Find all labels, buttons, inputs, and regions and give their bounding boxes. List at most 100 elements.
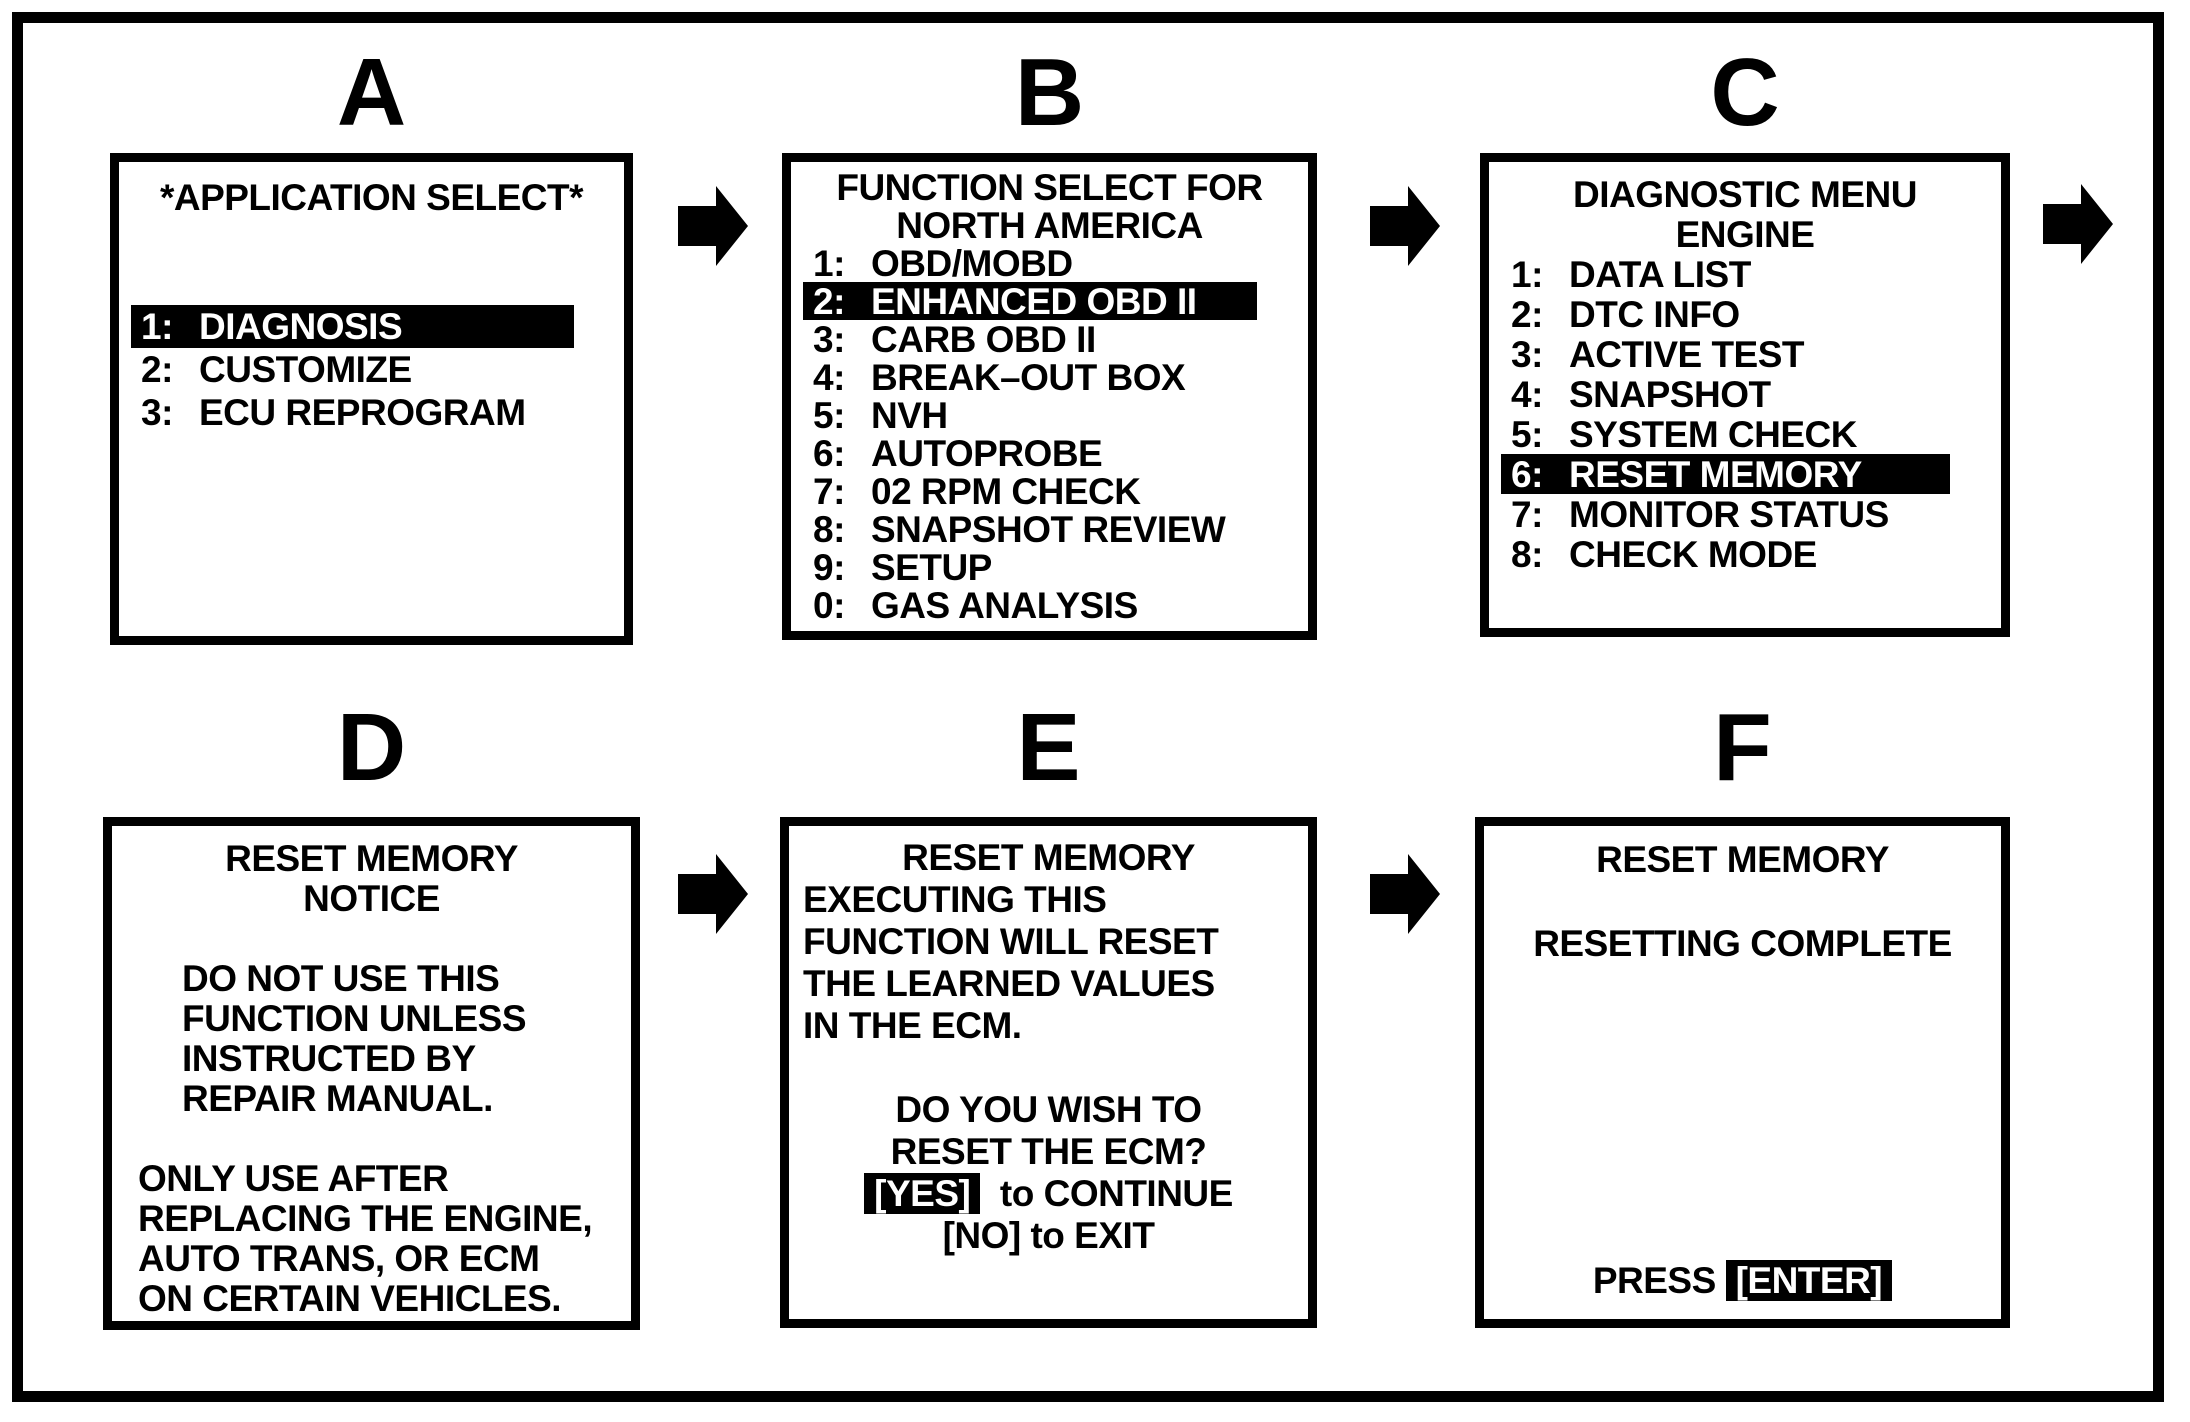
menu-item-number: 2:	[813, 280, 845, 322]
screen-panel-f: RESET MEMORY RESETTING COMPLETE PRESS [ENT…	[1475, 817, 2010, 1328]
menu-item-row: 5: NVH	[803, 396, 1296, 434]
blank-line	[1496, 880, 1989, 922]
prompt-line: PRESS [ENTER]	[1496, 1259, 1989, 1301]
menu-item-label: ENHANCED OBD II	[871, 280, 1197, 322]
flow-arrow-right-icon	[678, 184, 750, 268]
menu-item-label: ACTIVE TEST	[1569, 333, 1805, 375]
blank-line	[124, 918, 619, 958]
menu-item-number: 6:	[1511, 453, 1543, 495]
menu-item-selected-highlight: 1:DIAGNOSIS	[131, 305, 574, 348]
text: REPLACING THE ENGINE,	[138, 1197, 593, 1239]
menu-item-number: 8:	[1511, 533, 1543, 575]
screen-text: DO YOU WISH TO	[801, 1088, 1296, 1130]
menu-item-number: 1:	[813, 242, 845, 284]
menu-item-row: 4:SNAPSHOT	[1501, 374, 1989, 414]
menu-item-row: 7:MONITOR STATUS	[1501, 494, 1989, 534]
menu-item: 1: OBD/MOBD	[803, 244, 1296, 282]
menu-item-label: NVH	[871, 394, 948, 436]
menu-item: 4:SNAPSHOT	[1501, 374, 1989, 414]
inverted-key-label: [YES]	[864, 1172, 981, 1214]
menu-item-row: 1: OBD/MOBD	[803, 244, 1296, 282]
menu-item-label: SNAPSHOT	[1569, 373, 1771, 415]
menu-item-row: 2:DTC INFO	[1501, 294, 1989, 334]
text: FUNCTION UNLESS	[182, 997, 527, 1039]
menu-item-row: 3:CARB OBD II	[803, 320, 1296, 358]
screen-title: FUNCTION SELECT FOR	[803, 168, 1296, 206]
menu-item-row: 2:CUSTOMIZE	[131, 348, 612, 391]
text: IN THE ECM.	[803, 1004, 1022, 1046]
screen-text: ONLY USE AFTER	[124, 1158, 619, 1198]
flow-step-label-b: B	[1014, 39, 1085, 146]
flow-step-label-a: A	[336, 39, 407, 146]
text: FUNCTION SELECT FOR	[836, 166, 1263, 208]
menu-item-number: 2:	[1511, 293, 1543, 335]
flow-arrow-right-icon	[2043, 182, 2115, 266]
screen-text: DO NOT USE THIS	[124, 958, 619, 998]
menu-item-number: 1:	[141, 306, 173, 347]
screen-text: REPAIR MANUAL.	[124, 1078, 619, 1118]
text: RESET MEMORY	[1596, 838, 1889, 880]
prompt-text: to CONTINUE	[980, 1172, 1233, 1214]
menu-item-number: 5:	[1511, 413, 1543, 455]
text: RESETTING COMPLETE	[1533, 922, 1952, 964]
menu-item-label: CUSTOMIZE	[199, 349, 412, 390]
menu-item-row: 5:SYSTEM CHECK	[1501, 414, 1989, 454]
menu-item: 1:DIAGNOSIS	[131, 305, 612, 348]
text: DO NOT USE THIS	[182, 957, 500, 999]
menu-item-row: 8:SNAPSHOT REVIEW	[803, 510, 1296, 548]
menu-item-label: SNAPSHOT REVIEW	[871, 508, 1226, 550]
menu-item-label: 02 RPM CHECK	[871, 470, 1141, 512]
screen-text: INSTRUCTED BY	[124, 1038, 619, 1078]
menu-item-number: 3:	[141, 392, 173, 433]
menu-item-row: 9:SETUP	[803, 548, 1296, 586]
text: REPAIR MANUAL.	[182, 1077, 493, 1119]
flow-step-label-e: E	[1016, 694, 1081, 801]
menu-item-row: 3:ACTIVE TEST	[1501, 334, 1989, 374]
menu-item-row: 6:AUTOPROBE	[803, 434, 1296, 472]
menu-item-label: OBD/MOBD	[871, 242, 1073, 284]
screen-title: ENGINE	[1501, 214, 1989, 254]
text: THE LEARNED VALUES	[803, 962, 1215, 1004]
menu-item-row: 8:CHECK MODE	[1501, 534, 1989, 574]
screen-text: [NO] to EXIT	[801, 1214, 1296, 1256]
screen-title: RESET MEMORY	[1496, 838, 1989, 880]
screen-title: EXECUTING THIS	[801, 878, 1296, 920]
screen-text: ON CERTAIN VEHICLES.	[124, 1278, 619, 1318]
menu-item-number: 6:	[813, 432, 845, 474]
text: DIAGNOSTIC MENU	[1573, 173, 1918, 215]
menu-item-number: 1:	[1511, 253, 1543, 295]
text: EXECUTING THIS	[803, 878, 1107, 920]
text: ENGINE	[1675, 213, 1815, 255]
screen-title: NORTH AMERICA	[803, 206, 1296, 244]
screen-text: RESETTING COMPLETE	[1496, 922, 1989, 964]
flow-step-label-c: C	[1710, 39, 1780, 146]
screen-text: THE LEARNED VALUES	[801, 962, 1296, 1004]
menu-item: 6:AUTOPROBE	[803, 434, 1296, 472]
menu-item-label: SETUP	[871, 546, 992, 588]
flow-step-label-f: F	[1713, 694, 1772, 801]
menu-item-number: 4:	[813, 356, 845, 398]
flow-arrow-right-icon	[678, 852, 750, 936]
menu-item-label: DATA LIST	[1569, 253, 1751, 295]
text: *APPLICATION SELECT*	[159, 177, 584, 218]
menu-item: 2:CUSTOMIZE	[131, 348, 612, 391]
menu-item: 6:RESET MEMORY	[1501, 454, 1989, 494]
menu-item-row: 4: BREAK–OUT BOX	[803, 358, 1296, 396]
menu-item: 8:SNAPSHOT REVIEW	[803, 510, 1296, 548]
text: INSTRUCTED BY	[182, 1037, 476, 1079]
blank-line	[801, 1046, 1296, 1088]
menu-item: 7:MONITOR STATUS	[1501, 494, 1989, 534]
text: RESET MEMORY	[225, 837, 518, 879]
screen-title: RESET MEMORY	[801, 836, 1296, 878]
menu-item: 7: 02 RPM CHECK	[803, 472, 1296, 510]
text: RESET MEMORY	[902, 836, 1195, 878]
text: RESET THE ECM?	[890, 1130, 1207, 1172]
menu-item-number: 5:	[813, 394, 845, 436]
menu-item-number: 7:	[813, 470, 845, 512]
menu-item-label: BREAK–OUT BOX	[871, 356, 1186, 398]
text: ON CERTAIN VEHICLES.	[138, 1277, 562, 1319]
